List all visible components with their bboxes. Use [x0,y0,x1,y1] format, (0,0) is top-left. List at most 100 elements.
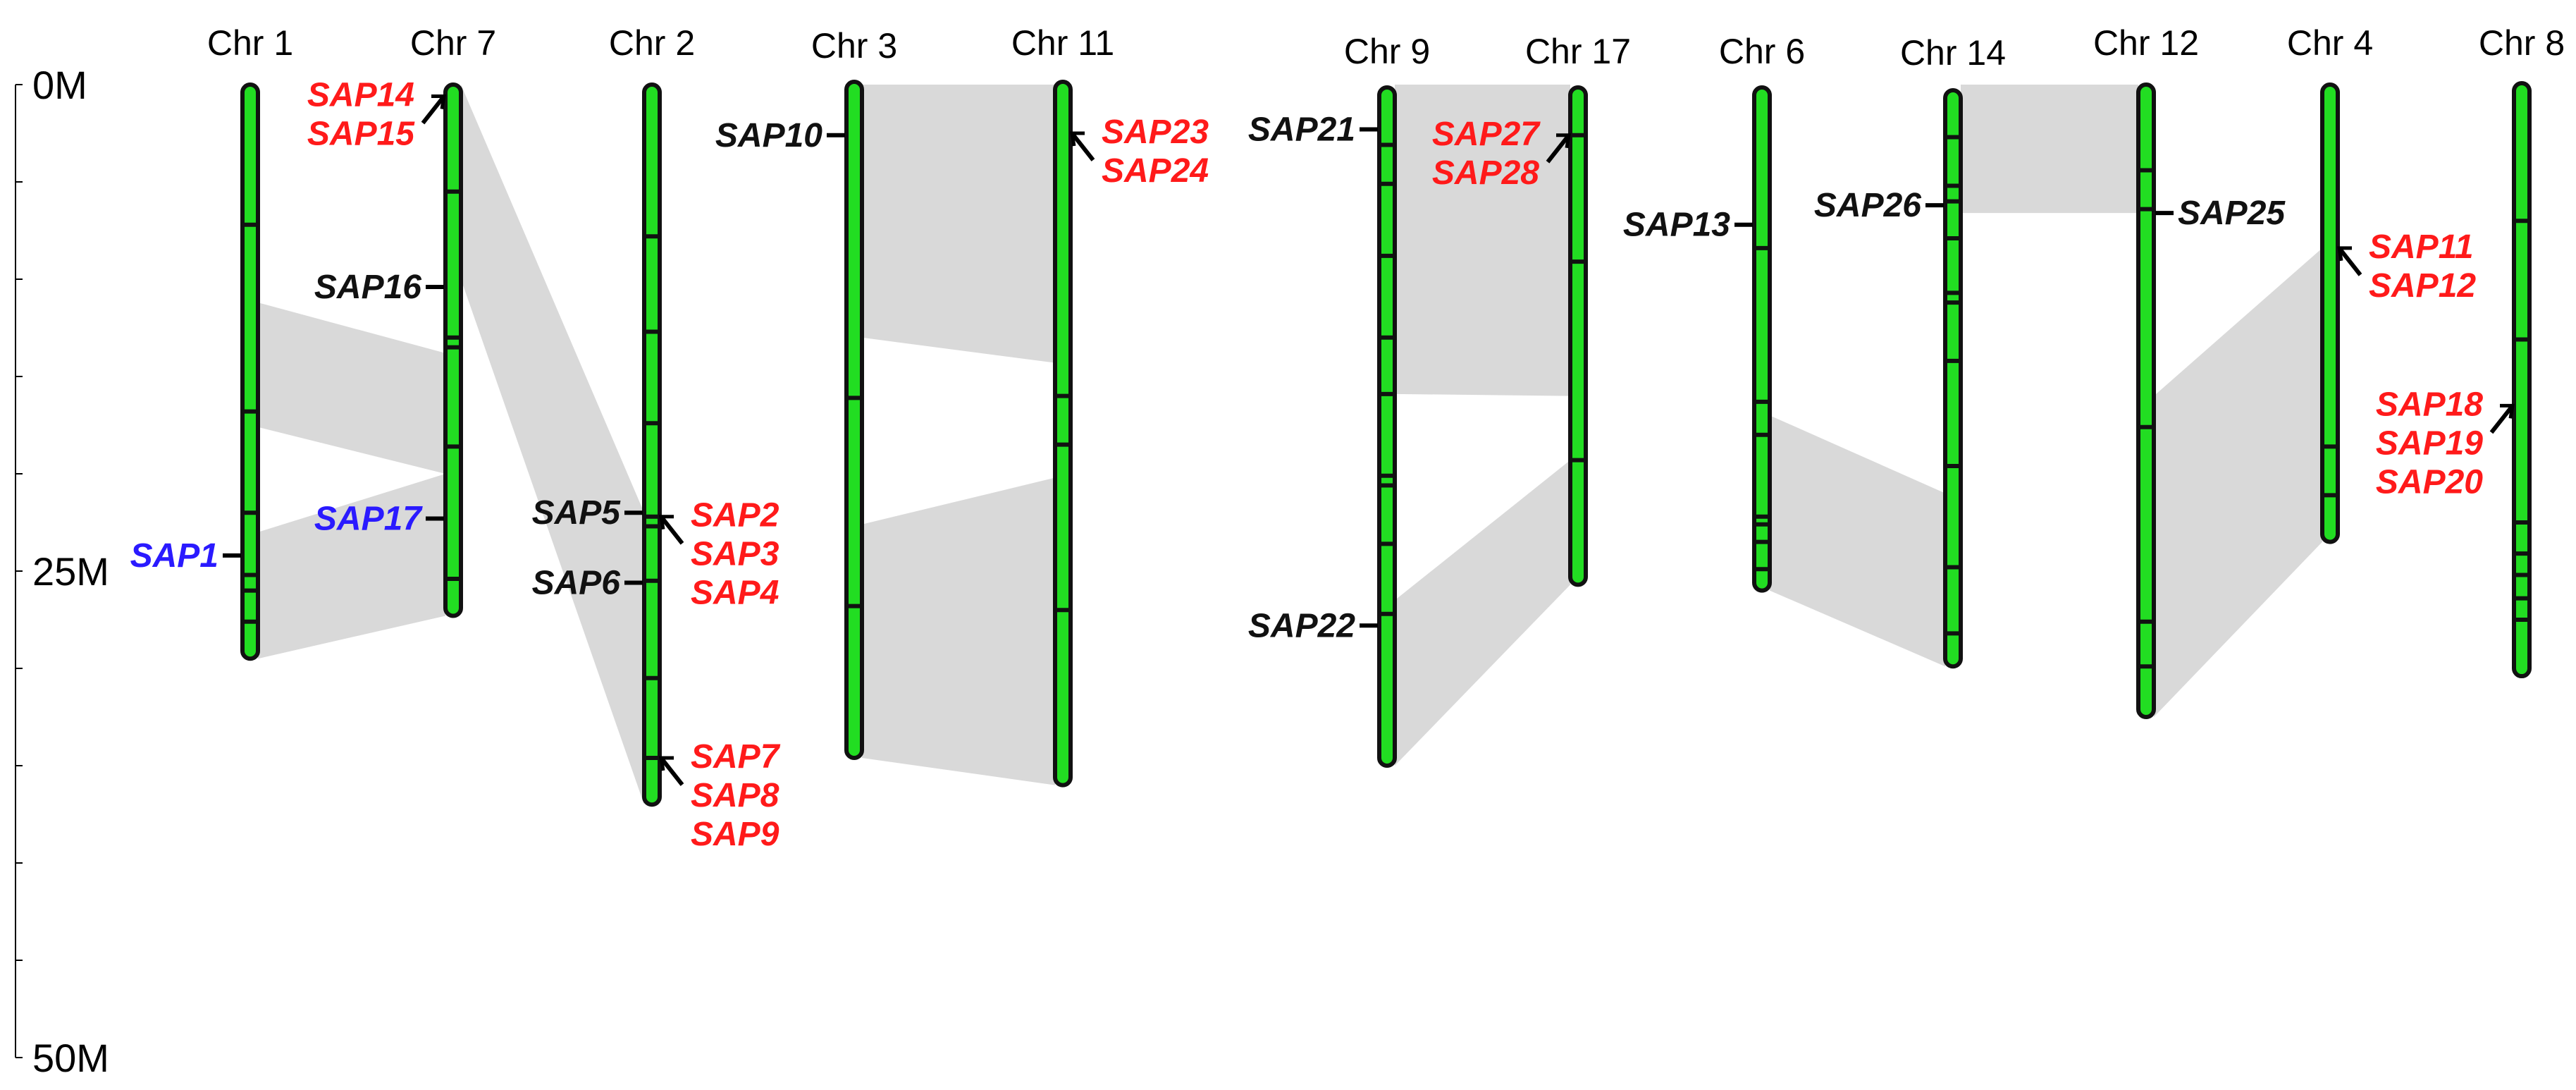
gene-label: SAP28 [1432,154,1539,192]
gene-label: SAP23 [1102,114,1209,151]
chromosome-title: Chr 17 [1525,32,1631,71]
chromosome-chr-6: Chr 6 [1719,32,1805,593]
scale-label: 25M [32,549,109,594]
gene-label: SAP2 [691,497,779,534]
scale-label: 0M [32,63,87,107]
chromosome-chr-12: Chr 12 [2093,23,2199,719]
gene-label: SAP15 [307,116,415,153]
gene-label: SAP6 [532,565,621,602]
chromosome-body [1943,88,1963,669]
gene-pointer [659,757,684,786]
chromosome-body [1568,85,1588,587]
gene-marker-sap1: SAP1 [130,537,241,575]
chromosome-body [2512,81,2532,679]
synteny-links [258,85,2322,805]
chromosome-body [1752,85,1772,593]
synteny-link-chr-7-chr-2 [461,85,644,805]
gene-pointer [421,94,446,125]
gene-label: SAP16 [314,269,421,306]
gene-label: SAP27 [1432,116,1541,153]
chromosome-chr-14: Chr 14 [1900,33,2006,669]
gene-label: SAP4 [691,575,779,612]
synteny-link-chr-3-chr-11 [862,85,1055,363]
gene-label: SAP20 [2376,463,2483,501]
gene-pointer-arrowhead [2337,246,2352,262]
gene-label: SAP5 [532,494,622,532]
chromosome-chr-4: Chr 4 [2287,23,2373,544]
synteny-link-chr-12-chr-4 [2154,247,2322,718]
chromosomes: Chr 1 Chr 7 Chr 2 Chr 3 Chr 11 Chr 9 Chr 17 Chr… [207,23,2565,807]
chromosome-body [2136,82,2156,719]
gene-label: SAP19 [2376,424,2483,462]
chromosome-title: Chr 12 [2093,23,2199,63]
gene-pointer-arrowhead [1556,133,1571,149]
chromosome-title: Chr 6 [1719,32,1805,71]
gene-label: SAP14 [307,77,414,114]
gene-pointer [659,515,684,545]
chromosome-chr-11: Chr 11 [1011,23,1114,788]
synteny-link-chr-9-chr-17 [1395,460,1570,766]
gene-label: SAP26 [1814,187,1921,224]
gene-label: SAP1 [130,537,218,575]
gene-pointer-arrowhead [2500,403,2515,419]
gene-label: SAP12 [2369,267,2476,305]
scale-label: 50M [32,1036,109,1080]
gene-pointer [2337,246,2362,276]
chromosome-title: Chr 9 [1344,32,1430,71]
gene-label: SAP7 [691,738,781,776]
gene-marker-sap22: SAP22 [1248,607,1378,644]
chromosome-chr-8: Chr 8 [2479,23,2565,679]
chromosome-title: Chr 11 [1011,23,1114,63]
chromosome-chr-1: Chr 1 [207,23,293,661]
gene-marker-sap17: SAP17 [314,500,444,537]
chromosome-title: Chr 2 [609,23,695,63]
gene-pointer-arrowhead [1070,131,1085,147]
gene-pointer [1546,133,1571,164]
chromosome-body [443,82,463,618]
gene-label: SAP22 [1248,607,1355,644]
gene-marker-sap21: SAP21 [1248,111,1378,148]
chromosome-title: Chr 4 [2287,23,2373,63]
synteny-link-chr-14-chr-12 [1961,85,2138,214]
synteny-link-chr-6-chr-14 [1770,415,1945,667]
gene-marker-sap5: SAP5 [532,494,643,532]
chromosome-title: Chr 8 [2479,23,2565,63]
synteny-link-chr-3-chr-11 [862,477,1055,785]
chromosome-title: Chr 3 [811,26,897,66]
gene-label: SAP18 [2376,386,2483,423]
synteny-link-chr-1-chr-7 [258,302,445,474]
chromosome-body [1053,80,1073,788]
chromosome-title: Chr 7 [410,23,496,63]
gene-pointer-arrowhead [659,756,674,771]
gene-marker-sap10: SAP10 [715,117,845,154]
gene-pointer-arrowhead [431,94,446,109]
scale-axis: 0M 25M 50M [15,63,109,1080]
chromosome-body [240,82,260,661]
gene-label: SAP21 [1248,111,1355,148]
synteny-link-chr-1-chr-7 [258,474,445,659]
chromosome-body [642,82,662,807]
gene-pointer [2489,404,2515,434]
synteny-link-chr-9-chr-17 [1395,85,1570,396]
gene-label: SAP10 [715,117,822,154]
gene-label: SAP11 [2369,228,2474,266]
gene-marker-sap13: SAP13 [1623,207,1753,244]
gene-label: SAP24 [1102,152,1209,190]
chromosome-title: Chr 14 [1900,33,2006,73]
gene-label: SAP3 [691,536,779,573]
chromosome-chr-7: Chr 7 [410,23,496,618]
chromosome-title: Chr 1 [207,23,293,63]
chromosome-chr-17: Chr 17 [1525,32,1631,587]
gene-marker-sap16: SAP16 [314,269,444,306]
chromosome-body [1377,85,1397,768]
gene-label: SAP9 [691,816,779,853]
